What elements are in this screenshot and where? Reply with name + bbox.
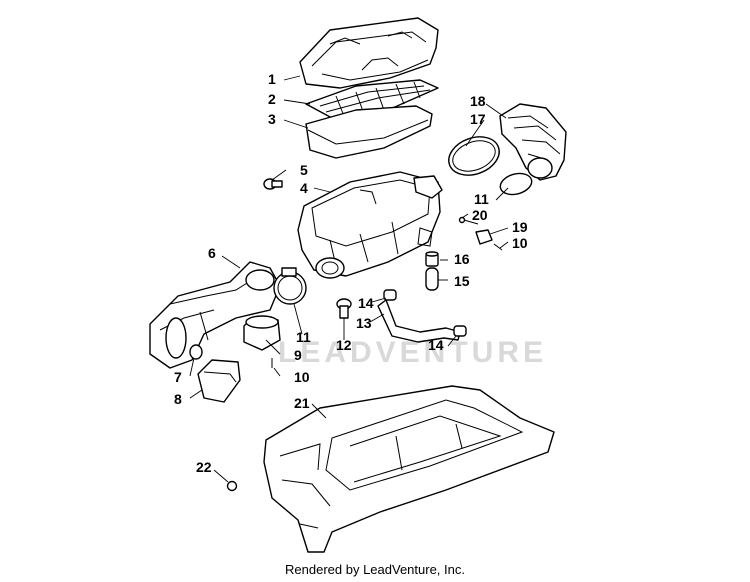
callout-14-upper: 14 [358,295,374,311]
callout-16: 16 [454,251,470,267]
callout-6: 6 [208,245,216,261]
callout-7: 7 [174,369,182,385]
callout-5: 5 [300,162,308,178]
callout-14-lower: 14 [428,337,444,353]
part-11-clamp-right [499,172,533,196]
part-14-clamp-lower [453,325,467,337]
callout-10-right: 10 [512,235,528,251]
callout-17: 17 [470,111,486,127]
part-1-airbox-lid [299,17,439,89]
part-14-clamp-upper [383,289,397,301]
part-13-hose [377,299,461,343]
callout-19: 19 [512,219,528,235]
part-6-intake-duct [149,261,281,369]
part-8-silencer [197,359,241,403]
callout-11-left: 11 [296,329,311,345]
part-17-clamp-ring [448,136,500,176]
callout-11-right: 11 [474,191,489,207]
callout-4: 4 [300,180,308,196]
leader-lines [189,75,509,483]
callout-12: 12 [336,337,352,353]
callout-21: 21 [294,395,310,411]
part-21-tray [263,385,555,553]
callout-8: 8 [174,391,182,407]
part-15-drain-tube [425,267,439,291]
callout-20: 20 [472,207,488,223]
callout-22: 22 [196,459,212,475]
callout-3: 3 [268,111,276,127]
part-2-filter-grid [305,79,439,119]
callouts: 1 2 3 5 4 6 11 9 10 7 8 12 13 14 14 15 1… [174,71,528,475]
part-10-screw-right [493,243,503,251]
watermark-text: LEADVENTURE [278,336,547,369]
footer-credit: Rendered by LeadVenture, Inc. [285,562,465,577]
callout-15: 15 [454,273,470,289]
callout-9: 9 [294,347,302,363]
part-5-grommet [263,178,283,190]
callout-10-lower: 10 [294,369,310,385]
part-4-airbox [297,171,443,279]
part-22-plug [226,480,238,492]
callout-1: 1 [268,71,276,87]
part-16-cap [425,251,439,267]
part-12-fitting [336,298,352,319]
callout-18: 18 [470,93,486,109]
part-7-clamp [189,344,203,360]
part-3-filter-element [305,105,433,159]
callout-13: 13 [356,315,372,331]
part-9-coupler [243,315,281,351]
part-18-intake-boot [499,103,567,181]
part-11-clamp-left [273,267,307,305]
part-19-valve [475,229,493,245]
callout-2: 2 [268,91,276,107]
